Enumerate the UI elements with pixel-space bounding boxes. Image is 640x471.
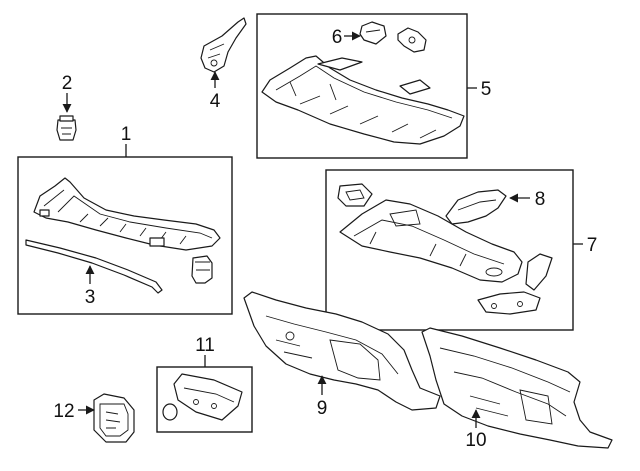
callout-9: 9	[317, 398, 328, 419]
callout-12: 12	[53, 401, 74, 422]
group-box-1	[17, 156, 233, 315]
part-7-gasket	[337, 183, 373, 207]
part-8-bracket	[445, 189, 507, 225]
part-7-lower-bracket	[477, 291, 541, 315]
part-3-seal-strip	[25, 239, 163, 294]
callout-5: 5	[481, 79, 492, 100]
callout-7: 7	[587, 235, 598, 256]
part-12-cover	[93, 393, 135, 443]
part-4-bracket	[200, 17, 247, 73]
part-6-bracket	[359, 21, 387, 45]
leader-lines	[62, 31, 583, 428]
callout-6: 6	[332, 27, 343, 48]
part-5-cowl-panel	[261, 55, 465, 145]
callout-3: 3	[85, 287, 96, 308]
part-10-dash-panel	[421, 327, 613, 449]
part-1-cowl-grille	[33, 177, 221, 251]
callout-1: 1	[121, 124, 132, 145]
part-7-side-bracket	[525, 253, 553, 291]
callout-8: 8	[535, 189, 546, 210]
callout-2: 2	[62, 73, 73, 94]
part-5-reinforcement	[397, 27, 427, 53]
callout-10: 10	[465, 430, 486, 451]
part-11-grommet	[162, 403, 178, 421]
part-9-dash-insulator	[243, 291, 441, 411]
part-5-small-panels	[317, 57, 431, 95]
part-11-bracket	[173, 373, 243, 421]
part-1-plug	[191, 255, 213, 284]
part-7-plenum	[339, 199, 523, 283]
group-box-7	[325, 169, 574, 331]
group-box-5	[256, 13, 468, 159]
callout-4: 4	[210, 91, 221, 112]
callout-11: 11	[195, 335, 215, 356]
part-2-clip	[56, 115, 77, 141]
